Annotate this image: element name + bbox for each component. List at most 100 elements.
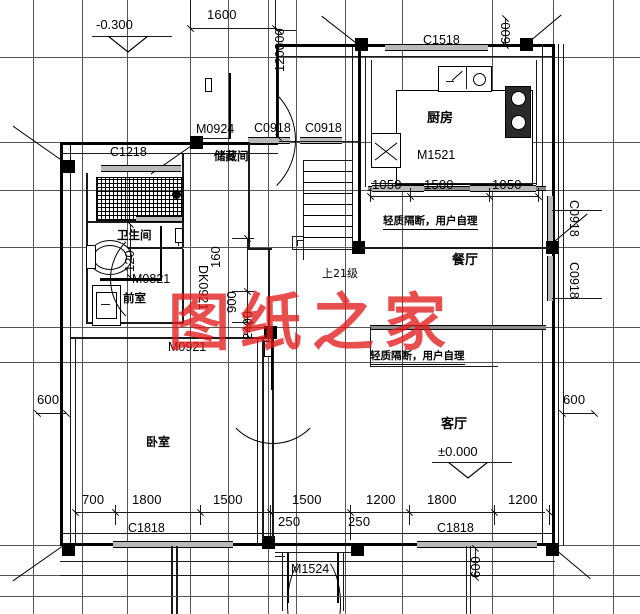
door-frame-M0821: [175, 228, 183, 243]
entry-step-east: [343, 553, 344, 611]
stair-step: [303, 171, 353, 172]
porch-line-1: [60, 561, 555, 562]
window-tag-C0918-east-lower: C0918: [567, 262, 581, 299]
door-tag-M1521: M1521: [417, 148, 456, 162]
window-C1218: [101, 165, 181, 172]
dim-line-top: [190, 28, 275, 29]
room-label-bathroom: 卫生间: [117, 228, 152, 242]
dim-ext-k3: [489, 188, 490, 202]
room-label-anteroom: 前室: [123, 291, 146, 305]
window-tag-C1818-living: C1818: [437, 521, 474, 535]
grid-line-v: [613, 0, 614, 614]
stair-step: [303, 204, 353, 205]
dim-ext-mid-2: [232, 291, 254, 292]
dim-ext-b5: [350, 505, 351, 540]
east-outer-offset-2: [563, 44, 564, 546]
dim-ext-b7: [494, 505, 495, 525]
dim-kitchen-1050-b: 1050: [492, 177, 522, 192]
sink-divider: [466, 67, 467, 89]
level-mark-main-symbol: [448, 462, 488, 479]
dim-bottom-1500-b: 1500: [292, 492, 322, 507]
exterior-wall-east-inner: [542, 44, 543, 546]
porch-edge-bottom: [0, 596, 640, 597]
dim-line-120: [130, 224, 131, 278]
structural-column: [351, 543, 364, 556]
door-frame-M0924: [205, 78, 212, 92]
stair-rail-h: [292, 236, 304, 237]
grid-line-v: [33, 0, 34, 614]
corner-diagonal: [12, 546, 63, 582]
room-label-kitchen: 厨房: [427, 111, 454, 126]
door-swing-M0821: [110, 226, 216, 332]
corner-diagonal: [12, 125, 63, 161]
grid-line-v: [228, 0, 229, 614]
structural-column: [262, 536, 275, 549]
dim-mid-900: 900: [224, 291, 239, 313]
dim-line-right-600: [562, 413, 594, 414]
dim-ext-k2: [410, 188, 411, 202]
interior-wall-stair-east-inner: [352, 47, 353, 247]
east-ledge: [552, 210, 602, 211]
interior-wall-stair-east: [358, 47, 361, 247]
dim-ext-tr-1: [276, 30, 296, 31]
bedroom-wall-west-inner: [75, 339, 76, 544]
stove-burner-2: [511, 115, 526, 130]
dim-line-topright: [278, 30, 279, 138]
porch-rib-2: [176, 546, 178, 614]
interior-wall-storage-bottom: [248, 248, 272, 250]
grid-line-h: [0, 57, 640, 58]
stair-rail-h2: [297, 240, 304, 241]
bedroom-wall-east: [257, 339, 258, 544]
grid-line-v: [296, 0, 297, 614]
structural-column: [264, 326, 277, 339]
exterior-wall-south: [60, 543, 555, 546]
dim-ext-k4: [538, 188, 539, 202]
window-C1518: [385, 44, 488, 51]
dim-line-mid: [247, 238, 248, 338]
stair-note-label: 上21级: [322, 267, 358, 280]
door-frame-M0921: [264, 341, 272, 357]
door-M1521-panel-left: [372, 185, 424, 192]
dim-bath-120: 120: [122, 250, 137, 272]
grid-line-h: [0, 247, 640, 248]
room-label-living: 客厅: [441, 417, 468, 432]
dim-ext-b6: [409, 505, 410, 525]
stove-burner-1: [511, 91, 526, 106]
stair-top: [303, 160, 353, 161]
grid-line-h: [0, 190, 640, 191]
dim-line-bottom-600: [475, 548, 476, 578]
dim-left-600: 600: [37, 392, 60, 407]
stair-landing: [292, 249, 353, 250]
window-C0918-storage-2: [300, 137, 342, 144]
door-jamb-M0924: [203, 138, 231, 139]
interior-wall-corridor-east: [268, 249, 270, 329]
dim-line-left-600: [36, 413, 66, 414]
grid-line-v: [402, 0, 403, 614]
dim-bottom-1800-a: 1800: [132, 492, 162, 507]
dim-ext-tr-2: [276, 56, 296, 57]
corner-diagonal: [525, 14, 562, 45]
porch-line-2: [60, 575, 555, 576]
dim-ext-b4: [270, 505, 271, 540]
grid-line-v: [345, 0, 346, 614]
dim-top-1600: 1600: [207, 7, 237, 22]
east-ledge-2: [552, 298, 602, 299]
dim-bottom-250-a: 250: [278, 514, 301, 529]
structural-column: [62, 543, 75, 556]
entry-threshold: [275, 552, 351, 553]
grid-line-v: [492, 0, 493, 614]
light-partition-return: [370, 327, 371, 367]
light-partition-upper: [368, 186, 546, 191]
window-tag-C1218: C1218: [110, 145, 147, 159]
room-label-storage: 储藏间: [214, 149, 249, 163]
window-C1818-bedroom: [113, 541, 233, 548]
dim-ext-mid-1: [232, 238, 254, 239]
east-outer-offset: [558, 44, 559, 546]
exterior-wall-south-inner: [60, 533, 555, 534]
opening-DK0921-jamb-bot: [268, 308, 270, 328]
kitchen-counter-east: [536, 60, 537, 185]
kitchen-counter-south: [371, 183, 537, 184]
interior-wall-kitchen-west: [365, 57, 366, 187]
interior-wall-storage-south: [279, 141, 359, 142]
